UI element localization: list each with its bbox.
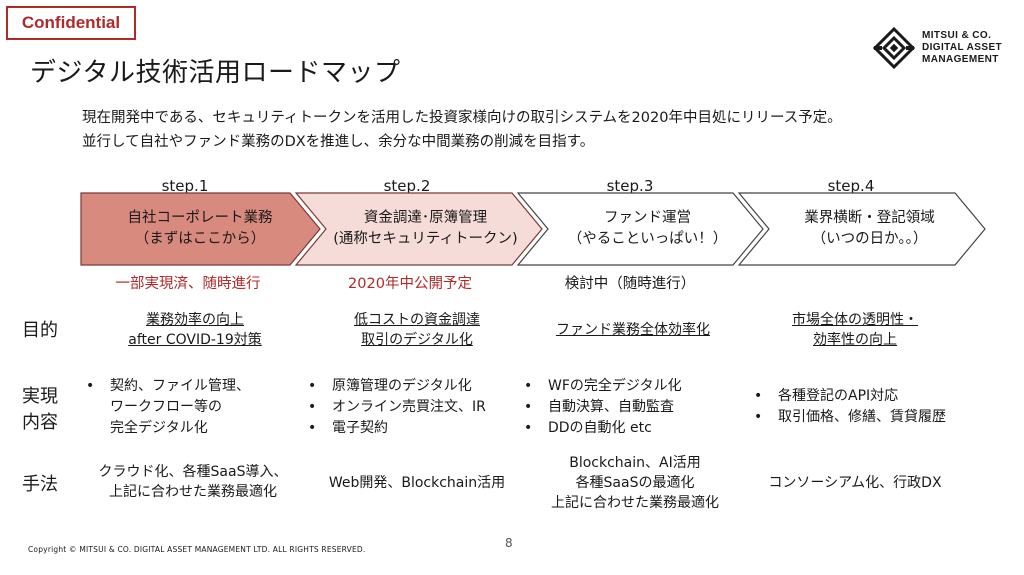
list-item-continuation: ワークフロー等の (110, 399, 222, 415)
step-2-subtitle: (通称セキュリティトークン) (333, 231, 518, 247)
step-3-status: 検討中（随時進行） (564, 276, 696, 292)
step-1-subtitle: （まずはここから） (134, 231, 266, 247)
step-4-subtitle: （いつの日か。。） (811, 231, 928, 247)
chevron-step-3 (516, 192, 764, 266)
row-label-content-line-2: 内容 (22, 412, 58, 433)
step-4-goal: 市場全体の透明性・ 効率性の向上 (740, 310, 970, 350)
step-3-method: Blockchain、AI活用 各種SaaSの最適化 上記に合わせた業務最適化 (520, 453, 750, 513)
roadmap-chevrons (80, 192, 986, 266)
step-3-title: ファンド運営 (604, 210, 691, 226)
step-1-method-line-2: 上記に合わせた業務最適化 (109, 484, 277, 500)
row-label-goal: 目的 (22, 320, 58, 341)
step-1-label: step.1 (161, 177, 209, 195)
step-2-goal-line-1: 低コストの資金調達 (354, 312, 480, 328)
step-4-content-list: 各種登記のAPI対応 取引価格、修繕、賃貸履歴 (750, 386, 990, 428)
step-3-goal: ファンド業務全体効率化 (518, 320, 748, 340)
list-item: 原簿管理のデジタル化 (304, 376, 524, 397)
step-4-box: 業界横断・登記領域 （いつの日か。。） (762, 192, 977, 266)
copyright-footer: Copyright © MITSUI & CO. DIGITAL ASSET M… (28, 545, 366, 554)
step-1-method: クラウド化、各種SaaS導入、 上記に合わせた業務最適化 (78, 462, 308, 502)
page-number: 8 (505, 536, 513, 550)
step-3-box: ファンド運営 （やることいっぱい！） (540, 192, 755, 266)
step-1-box: 自社コーポレート業務 （まずはここから） (85, 192, 315, 266)
step-2-method: Web開発、Blockchain活用 (302, 473, 532, 493)
step-2-status: 2020年中公開予定 (348, 276, 472, 292)
confidential-badge: Confidential (6, 6, 136, 40)
step-2-goal: 低コストの資金調達 取引のデジタル化 (302, 310, 532, 350)
chevron-step-2 (294, 192, 543, 266)
step-3-method-line-1: Blockchain、AI活用 (569, 455, 701, 471)
step-3-method-line-2: 各種SaaSの最適化 (575, 475, 695, 491)
intro-text: 現在開発中である、セキュリティトークンを活用した投資家様向けの取引システムを20… (82, 106, 842, 154)
step-1-goal-line-2: after COVID-19対策 (128, 332, 262, 348)
row-label-method: 手法 (22, 474, 58, 495)
step-1-method-line-1: クラウド化、各種SaaS導入、 (98, 464, 288, 480)
step-3-goal-line-1: ファンド業務全体効率化 (556, 322, 710, 338)
step-2-method-line-1: Web開発、Blockchain活用 (328, 475, 506, 491)
step-4-method-line-1: コンソーシアム化、行政DX (768, 475, 942, 491)
logo-line-1: MITSUI & CO. (922, 30, 992, 41)
company-logo-icon (872, 26, 916, 70)
step-4-goal-line-2: 効率性の向上 (813, 332, 897, 348)
list-item-continuation: 完全デジタル化 (110, 420, 208, 436)
list-item: 電子契約 (304, 418, 524, 439)
intro-line-2: 並行して自社やファンド業務のDXを推進し、余分な中間業務の削減を目指す。 (82, 134, 595, 150)
list-item: オンライン売買注文、IR (304, 397, 524, 418)
step-3-subtitle: （やることいっぱい！） (567, 231, 728, 247)
step-4-method: コンソーシアム化、行政DX (740, 473, 970, 493)
logo-line-3: MANAGEMENT (922, 54, 999, 65)
chevron-step-4 (737, 192, 986, 266)
list-item: WFの完全デジタル化 (520, 376, 740, 397)
step-2-label: step.2 (383, 177, 431, 195)
step-1-content-list: 契約、ファイル管理、 ワークフロー等の 完全デジタル化 (82, 376, 302, 439)
page-title: デジタル技術活用ロードマップ (30, 58, 401, 88)
step-4-label: step.4 (827, 177, 875, 195)
list-item: 各種登記のAPI対応 (750, 386, 990, 407)
step-4-goal-line-1: 市場全体の透明性・ (792, 312, 918, 328)
step-1-goal-line-1: 業務効率の向上 (146, 312, 244, 328)
step-1-title: 自社コーポレート業務 (127, 210, 273, 226)
chevron-step-1 (80, 192, 321, 266)
step-2-content-list: 原簿管理のデジタル化 オンライン売買注文、IR 電子契約 (304, 376, 524, 439)
step-3-method-line-3: 上記に合わせた業務最適化 (551, 495, 719, 511)
step-2-title: 資金調達･原簿管理 (363, 210, 488, 226)
step-3-content-list: WFの完全デジタル化 自動決算、自動監査 DDの自動化 etc (520, 376, 740, 439)
step-3-label: step.3 (606, 177, 654, 195)
intro-line-1: 現在開発中である、セキュリティトークンを活用した投資家様向けの取引システムを20… (82, 110, 842, 126)
list-item: 契約、ファイル管理、 (82, 376, 302, 397)
list-item: DDの自動化 etc (520, 418, 740, 439)
list-item: 取引価格、修繕、賃貸履歴 (750, 407, 990, 428)
list-item: 自動決算、自動監査 (520, 397, 740, 418)
step-4-title: 業界横断・登記領域 (804, 210, 935, 226)
step-1-goal: 業務効率の向上 after COVID-19対策 (80, 310, 310, 350)
company-logo-text: MITSUI & CO. DIGITAL ASSET MANAGEMENT (922, 30, 1002, 66)
row-label-content: 実現 内容 (22, 384, 58, 436)
step-2-box: 資金調達･原簿管理 (通称セキュリティトークン) (318, 192, 533, 266)
step-2-goal-line-2: 取引のデジタル化 (361, 332, 473, 348)
row-label-content-line-1: 実現 (22, 386, 58, 407)
step-1-status: 一部実現済、随時進行 (115, 276, 261, 292)
logo-line-2: DIGITAL ASSET (922, 42, 1003, 53)
